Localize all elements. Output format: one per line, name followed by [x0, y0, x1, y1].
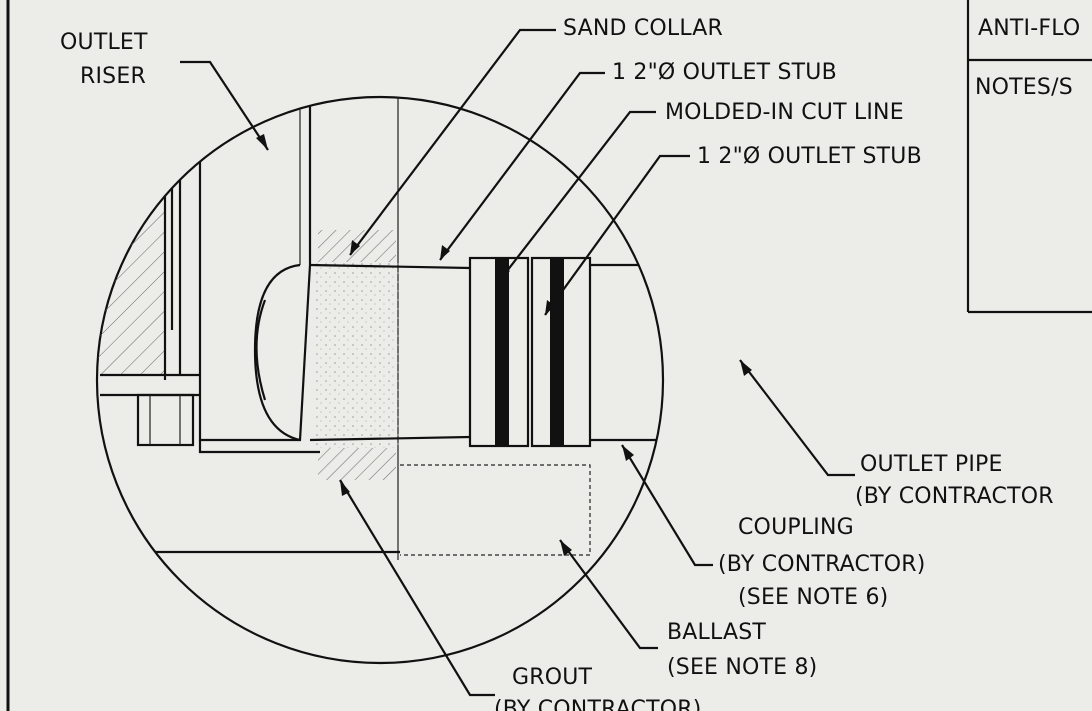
- label-outlet-stub-2: 1 2"Ø OUTLET STUB: [697, 144, 922, 169]
- label-grout-2: (BY CONTRACTOR): [494, 697, 702, 711]
- label-outlet-riser-2: RISER: [80, 64, 146, 89]
- label-grout-1: GROUT: [512, 665, 593, 690]
- stub-opening: [253, 263, 301, 442]
- detail-circle: [95, 95, 665, 665]
- title-block-row-1: ANTI-FLO: [978, 16, 1081, 41]
- arrowheads: [256, 134, 752, 556]
- title-block-row-2: NOTES/S: [975, 75, 1073, 100]
- label-outlet-pipe-1: OUTLET PIPE: [860, 452, 1003, 477]
- label-coupling-2: (BY CONTRACTOR): [718, 552, 926, 577]
- ballast: [400, 464, 591, 556]
- title-block: [966, 0, 1092, 314]
- riser-flange: [136, 393, 195, 447]
- label-outlet-pipe-2: (BY CONTRACTOR: [855, 484, 1054, 509]
- label-sand-collar: SAND COLLAR: [563, 16, 724, 41]
- label-coupling-1: COUPLING: [738, 515, 854, 540]
- label-molded-cut-line: MOLDED-IN CUT LINE: [665, 100, 904, 125]
- label-ballast-2: (SEE NOTE 8): [667, 655, 818, 680]
- riser-body: [198, 97, 312, 442]
- label-ballast-1: BALLAST: [667, 620, 767, 645]
- leaders: [180, 28, 855, 697]
- detail-contents: [97, 97, 663, 560]
- label-outlet-stub-1: 1 2"Ø OUTLET STUB: [612, 60, 837, 85]
- label-outlet-riser-1: OUTLET: [60, 30, 148, 55]
- label-coupling-3: (SEE NOTE 6): [738, 585, 889, 610]
- grout: [318, 448, 396, 480]
- tank-wall-hatch: [97, 175, 165, 375]
